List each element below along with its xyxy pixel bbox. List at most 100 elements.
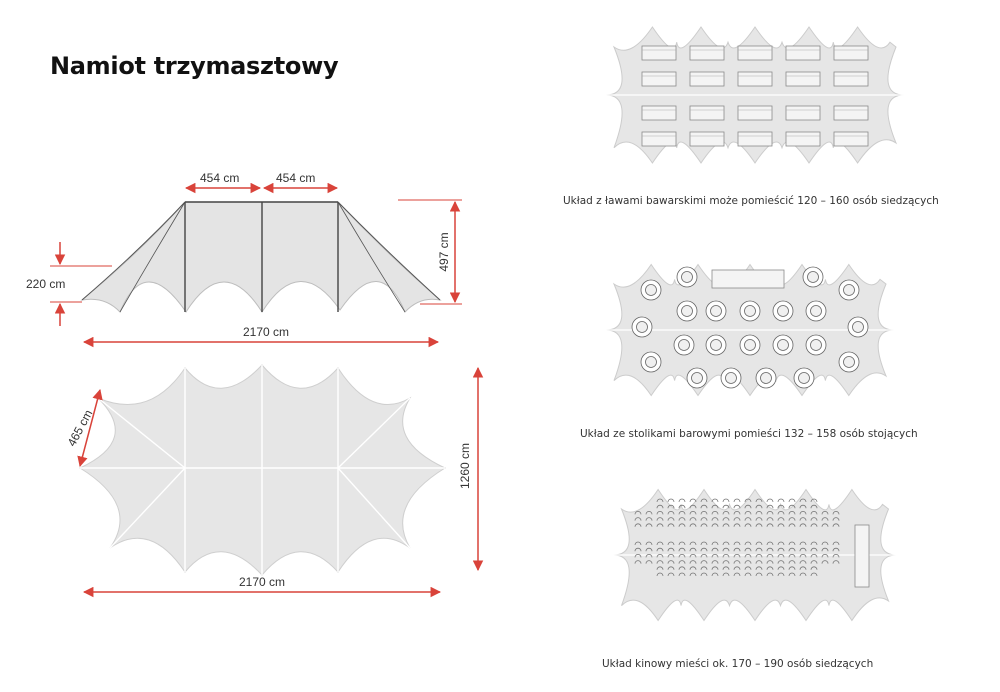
cinema-seat bbox=[788, 511, 796, 515]
cinema-seat bbox=[689, 541, 697, 546]
cinema-seat bbox=[700, 560, 708, 564]
cinema-seat bbox=[722, 560, 730, 564]
bench-table bbox=[833, 105, 869, 121]
cinema-seat bbox=[755, 517, 763, 521]
cinema-seat bbox=[799, 560, 807, 564]
cinema-seat bbox=[645, 523, 653, 527]
cinema-seat bbox=[656, 572, 664, 577]
cinema-seat bbox=[766, 572, 774, 577]
cinema-seat bbox=[645, 511, 653, 515]
cinema-seat bbox=[744, 566, 752, 570]
cinema-seat bbox=[777, 547, 785, 552]
cinema-seat bbox=[744, 560, 752, 564]
caption-cinema: Układ kinowy mieści ok. 170 – 190 osób s… bbox=[602, 658, 874, 670]
bench-table bbox=[689, 71, 725, 87]
cinema-seat bbox=[733, 517, 741, 521]
cinema-seat bbox=[755, 511, 763, 515]
cinema-seat bbox=[755, 566, 763, 570]
cinema-seat bbox=[667, 554, 675, 558]
bench-table bbox=[833, 45, 869, 61]
cinema-seat bbox=[777, 572, 785, 577]
cinema-seat bbox=[777, 523, 785, 527]
bar-table bbox=[744, 339, 756, 351]
cinema-seat bbox=[788, 541, 796, 546]
cinema-seat bbox=[634, 523, 642, 527]
bar-table bbox=[678, 339, 690, 351]
cinema-stage bbox=[854, 524, 870, 588]
cinema-seat bbox=[799, 554, 807, 558]
cinema-seat bbox=[777, 560, 785, 564]
cinema-seat bbox=[744, 572, 752, 577]
dim-label-454-right: 454 cm bbox=[276, 171, 316, 185]
bar-table bbox=[645, 356, 657, 368]
cinema-seat bbox=[799, 504, 807, 509]
cinema-seat bbox=[755, 504, 763, 509]
cinema-seat bbox=[689, 554, 697, 558]
cinema-seat bbox=[656, 560, 664, 564]
cinema-seat bbox=[821, 547, 829, 552]
cinema-seat bbox=[700, 554, 708, 558]
cinema-seat bbox=[711, 560, 719, 564]
cinema-seat bbox=[689, 498, 697, 503]
cinema-seat bbox=[810, 523, 818, 527]
bar-table bbox=[843, 356, 855, 368]
cinema-seat bbox=[755, 541, 763, 546]
cinema-seat bbox=[799, 541, 807, 546]
cinema-seat bbox=[744, 511, 752, 515]
bar-table bbox=[810, 305, 822, 317]
cinema-seat bbox=[832, 547, 840, 552]
bar-table bbox=[843, 284, 855, 296]
bench-table bbox=[833, 71, 869, 87]
cinema-seat bbox=[766, 547, 774, 552]
cinema-seat bbox=[645, 541, 653, 546]
cinema-seat bbox=[810, 498, 818, 503]
cinema-seat bbox=[788, 566, 796, 570]
cinema-seat bbox=[722, 517, 730, 521]
cinema-seat bbox=[711, 504, 719, 509]
cinema-seat bbox=[821, 511, 829, 515]
cinema-seat bbox=[722, 572, 730, 577]
cinema-seat bbox=[645, 517, 653, 521]
cinema-seat bbox=[788, 554, 796, 558]
cinema-seat bbox=[678, 560, 686, 564]
cinema-seat bbox=[733, 566, 741, 570]
cinema-seat bbox=[722, 498, 730, 503]
cinema-seat bbox=[634, 541, 642, 546]
cinema-seat bbox=[656, 541, 664, 546]
cinema-seat bbox=[810, 566, 818, 570]
left-guy-line bbox=[81, 201, 186, 301]
bar-table bbox=[691, 372, 703, 384]
cinema-seat bbox=[722, 547, 730, 552]
bar-table bbox=[760, 372, 772, 384]
cinema-seat bbox=[755, 554, 763, 558]
cinema-seat bbox=[711, 566, 719, 570]
bench-table bbox=[737, 105, 773, 121]
cinema-seat bbox=[667, 511, 675, 515]
top-seam-diag-3 bbox=[337, 397, 411, 469]
cinema-seat bbox=[700, 566, 708, 570]
bench-table bbox=[785, 71, 821, 87]
cinema-seat bbox=[634, 554, 642, 558]
top-seam-diag-2 bbox=[109, 467, 186, 549]
cinema-seat bbox=[722, 554, 730, 558]
cinema-seat bbox=[821, 560, 829, 564]
cinema-seat bbox=[810, 554, 818, 558]
cinema-seat bbox=[700, 547, 708, 552]
cinema-seat bbox=[667, 523, 675, 527]
cinema-seat bbox=[678, 572, 686, 577]
dim-arrow-465 bbox=[77, 388, 103, 468]
cinema-seat bbox=[678, 554, 686, 558]
bar-table bbox=[681, 305, 693, 317]
cinema-seat bbox=[634, 560, 642, 564]
cinema-seat bbox=[678, 498, 686, 503]
bar-counter bbox=[711, 269, 785, 289]
bar-table bbox=[725, 372, 737, 384]
cinema-seat bbox=[678, 504, 686, 509]
cinema-seat bbox=[711, 554, 719, 558]
inner-right-cable bbox=[337, 201, 406, 313]
dim-label-1260: 1260 cm bbox=[458, 442, 472, 490]
bench-table bbox=[737, 131, 773, 147]
cinema-seat bbox=[766, 517, 774, 521]
cinema-seat bbox=[678, 566, 686, 570]
cinema-seat bbox=[700, 541, 708, 546]
